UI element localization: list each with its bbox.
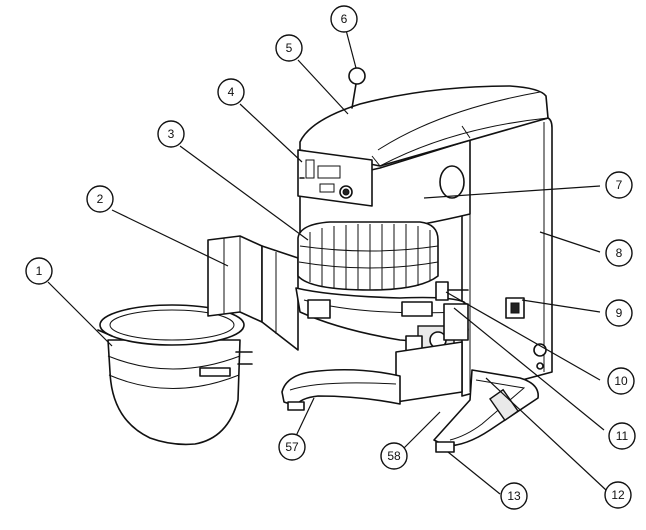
svg-text:57: 57 xyxy=(285,440,299,454)
svg-text:2: 2 xyxy=(97,192,104,206)
bowl-guard xyxy=(207,235,299,351)
callout-12: 12 xyxy=(604,481,632,509)
callout-8: 8 xyxy=(605,239,633,267)
callout-10: 10 xyxy=(607,367,635,395)
callout-57: 57 xyxy=(278,433,306,461)
svg-text:7: 7 xyxy=(616,178,623,192)
callout-4: 4 xyxy=(217,78,245,106)
callout-6: 6 xyxy=(330,5,358,33)
callout-13: 13 xyxy=(500,482,528,510)
mixing-bowl xyxy=(97,304,253,446)
svg-text:12: 12 xyxy=(611,488,625,502)
leader-lines xyxy=(47,29,607,495)
callout-2: 2 xyxy=(86,185,114,213)
callout-58: 58 xyxy=(380,442,408,470)
lift-components xyxy=(395,281,469,403)
base-leg-right xyxy=(433,369,539,453)
callout-11: 11 xyxy=(608,422,636,450)
svg-text:8: 8 xyxy=(616,246,623,260)
svg-text:4: 4 xyxy=(228,85,235,99)
base-leg-left xyxy=(281,368,401,411)
svg-text:5: 5 xyxy=(286,41,293,55)
callout-5: 5 xyxy=(275,34,303,62)
svg-text:3: 3 xyxy=(168,127,175,141)
top-cover xyxy=(299,85,549,167)
svg-text:10: 10 xyxy=(614,374,628,388)
svg-text:13: 13 xyxy=(507,489,521,503)
svg-text:6: 6 xyxy=(341,12,348,26)
svg-text:9: 9 xyxy=(616,306,623,320)
svg-text:1: 1 xyxy=(36,264,43,278)
control-panel xyxy=(297,149,373,207)
callout-9: 9 xyxy=(605,299,633,327)
callout-1: 1 xyxy=(25,257,53,285)
callout-7: 7 xyxy=(605,171,633,199)
svg-text:11: 11 xyxy=(616,429,629,443)
speed-lever xyxy=(348,67,366,109)
svg-text:58: 58 xyxy=(387,449,401,463)
wire-guard xyxy=(297,221,439,291)
callout-3: 3 xyxy=(157,120,185,148)
